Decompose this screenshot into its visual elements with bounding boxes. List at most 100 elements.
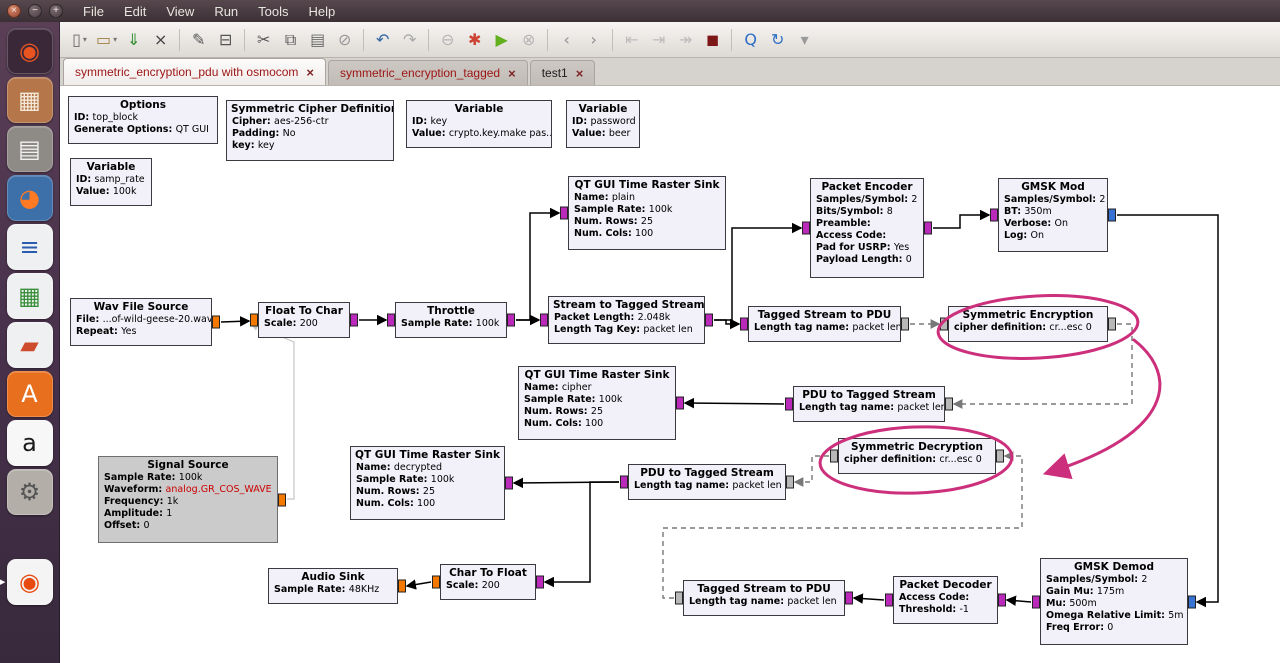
launcher-item-firefox[interactable]: ◕ — [7, 175, 53, 221]
block-gmsk_mod[interactable]: GMSK ModSamples/Symbol: 2BT: 350mVerbose… — [998, 178, 1108, 252]
tab-close-icon[interactable]: × — [508, 67, 516, 80]
out-port-message[interactable] — [675, 592, 683, 605]
paste-button[interactable]: ▤ — [304, 26, 331, 54]
menu-view[interactable]: View — [156, 1, 204, 22]
menu-edit[interactable]: Edit — [114, 1, 156, 22]
out-port-float[interactable] — [212, 316, 220, 329]
snap-left-button[interactable]: ⇤ — [618, 26, 645, 54]
block-sym_encryption[interactable]: Symmetric Encryptioncipher definition: c… — [948, 306, 1108, 342]
errors-button[interactable]: ✱ — [461, 26, 488, 54]
connection-packet_decoder-to-tagged_to_pdu_b[interactable] — [854, 598, 884, 600]
launcher-item-dash[interactable]: ◉ — [7, 28, 53, 74]
out-port-byte[interactable] — [705, 314, 713, 327]
tab-symmetric-encryption-pdu[interactable]: symmetric_encryption_pdu with osmocom × — [63, 58, 326, 85]
edit-button[interactable]: ✎ — [185, 26, 212, 54]
block-var_key[interactable]: VariableID: keyValue: crypto.key.make pa… — [406, 100, 552, 148]
tab-symmetric-encryption-tagged[interactable]: symmetric_encryption_tagged × — [328, 60, 528, 85]
close-button[interactable]: × — [147, 26, 174, 54]
forward-button[interactable]: › — [580, 26, 607, 54]
tab-close-icon[interactable]: × — [306, 66, 314, 79]
launcher-item-settings[interactable]: ⚙ — [7, 469, 53, 515]
launcher-item-calc[interactable]: ▦ — [7, 273, 53, 319]
block-raster_cipher[interactable]: QT GUI Time Raster SinkName: cipherSampl… — [518, 366, 676, 440]
in-port-byte[interactable] — [540, 314, 548, 327]
in-port-byte[interactable] — [740, 318, 748, 331]
in-port-byte[interactable] — [387, 314, 395, 327]
more-button[interactable]: ▾ — [791, 26, 818, 54]
connection-sym_decryption-to-pdu_to_tagged_decr[interactable] — [795, 456, 829, 482]
snap-right-button[interactable]: ⇥ — [645, 26, 672, 54]
in-port-float[interactable] — [398, 580, 406, 593]
menu-run[interactable]: Run — [204, 1, 248, 22]
menu-help[interactable]: Help — [299, 1, 346, 22]
open-button[interactable]: ▭▾ — [93, 26, 120, 54]
in-port-byte[interactable] — [536, 576, 544, 589]
find-button[interactable]: Q — [737, 26, 764, 54]
block-gmsk_demod[interactable]: GMSK DemodSamples/Symbol: 2Gain Mu: 175m… — [1040, 558, 1188, 645]
block-raster_decrypted[interactable]: QT GUI Time Raster SinkName: decryptedSa… — [350, 446, 505, 520]
block-pdu_to_tagged_cipher[interactable]: PDU to Tagged StreamLength tag name: pac… — [793, 386, 945, 422]
out-port-byte[interactable] — [1032, 595, 1040, 608]
launcher-item-writer[interactable]: ≡ — [7, 224, 53, 270]
block-var_password[interactable]: VariableID: passwordValue: beer — [566, 100, 640, 148]
block-pdu_to_tagged_decr[interactable]: PDU to Tagged StreamLength tag name: pac… — [628, 464, 786, 500]
in-port-message[interactable] — [940, 318, 948, 331]
window-minimize-button[interactable]: − — [28, 4, 42, 18]
in-port-byte[interactable] — [802, 222, 810, 235]
in-port-byte[interactable] — [676, 397, 684, 410]
block-audio_sink[interactable]: Audio SinkSample Rate: 48KHz — [268, 568, 398, 604]
launcher-item-software-center[interactable]: A — [7, 371, 53, 417]
menu-tools[interactable]: Tools — [248, 1, 298, 22]
out-port-float[interactable] — [278, 493, 286, 506]
block-float_to_char[interactable]: Float To CharScale: 200 — [258, 302, 350, 338]
block-signal_source[interactable]: Signal SourceSample Rate: 100kWaveform: … — [98, 456, 278, 543]
reload-button[interactable]: ↻ — [764, 26, 791, 54]
cut-button[interactable]: ✂ — [250, 26, 277, 54]
out-port-byte[interactable] — [350, 314, 358, 327]
block-sym_decryption[interactable]: Symmetric Decryptioncipher definition: c… — [838, 438, 996, 474]
launcher-item-photos[interactable]: ▦ — [7, 77, 53, 123]
menu-file[interactable]: File — [73, 1, 114, 22]
connection-gmsk_mod-to-gmsk_demod[interactable] — [1117, 215, 1218, 602]
block-raster_plain[interactable]: QT GUI Time Raster SinkName: plainSample… — [568, 176, 726, 250]
out-port-byte[interactable] — [620, 476, 628, 489]
out-port-complex[interactable] — [1108, 209, 1116, 222]
connection-gmsk_demod-to-packet_decoder[interactable] — [1007, 600, 1031, 602]
in-port-message[interactable] — [996, 450, 1004, 463]
redo-button[interactable]: ↷ — [396, 26, 423, 54]
out-port-message[interactable] — [901, 318, 909, 331]
in-port-float[interactable] — [250, 314, 258, 327]
in-port-message[interactable] — [945, 398, 953, 411]
clear-button[interactable]: ⊖ — [434, 26, 461, 54]
copy-button[interactable]: ⧉ — [277, 26, 304, 54]
in-port-byte[interactable] — [990, 209, 998, 222]
block-packet_decoder[interactable]: Packet DecoderAccess Code: Threshold: -1 — [893, 576, 998, 624]
out-port-byte[interactable] — [785, 398, 793, 411]
block-char_to_float[interactable]: Char To FloatScale: 200 — [440, 564, 536, 600]
record-button[interactable]: ◼ — [699, 26, 726, 54]
in-port-complex[interactable] — [1188, 595, 1196, 608]
print-button[interactable]: ⊟ — [212, 26, 239, 54]
in-port-byte[interactable] — [560, 207, 568, 220]
in-port-byte[interactable] — [505, 477, 513, 490]
open-dropdown-icon[interactable]: ▾ — [113, 35, 117, 44]
connection-pdu_to_tagged_cipher-to-raster_cipher[interactable] — [685, 403, 784, 404]
out-port-byte[interactable] — [924, 222, 932, 235]
out-port-byte[interactable] — [507, 314, 515, 327]
tab-test1[interactable]: test1 × — [530, 60, 596, 85]
connection-wav_source-to-float_to_char[interactable] — [221, 321, 249, 322]
window-close-button[interactable]: × — [7, 4, 21, 18]
block-tagged_to_pdu_b[interactable]: Tagged Stream to PDULength tag name: pac… — [683, 580, 845, 616]
in-port-byte[interactable] — [998, 594, 1006, 607]
block-options[interactable]: OptionsID: top_blockGenerate Options: QT… — [68, 96, 218, 144]
out-port-message[interactable] — [1108, 318, 1116, 331]
undo-button[interactable]: ↶ — [369, 26, 396, 54]
flowgraph-canvas[interactable]: OptionsID: top_blockGenerate Options: QT… — [60, 86, 1280, 663]
tab-close-icon[interactable]: × — [576, 67, 584, 80]
new-dropdown-icon[interactable]: ▾ — [83, 35, 87, 44]
connection-pdu_to_tagged_decr-to-char_to_float[interactable] — [545, 482, 619, 582]
launcher-item-gnuradio[interactable]: ▶◉ — [7, 559, 53, 605]
block-stream_to_tagged[interactable]: Stream to Tagged StreamPacket Length: 2.… — [548, 296, 705, 344]
connection-packet_encoder-to-gmsk_mod[interactable] — [933, 215, 989, 228]
new-button[interactable]: ▯▾ — [66, 26, 93, 54]
